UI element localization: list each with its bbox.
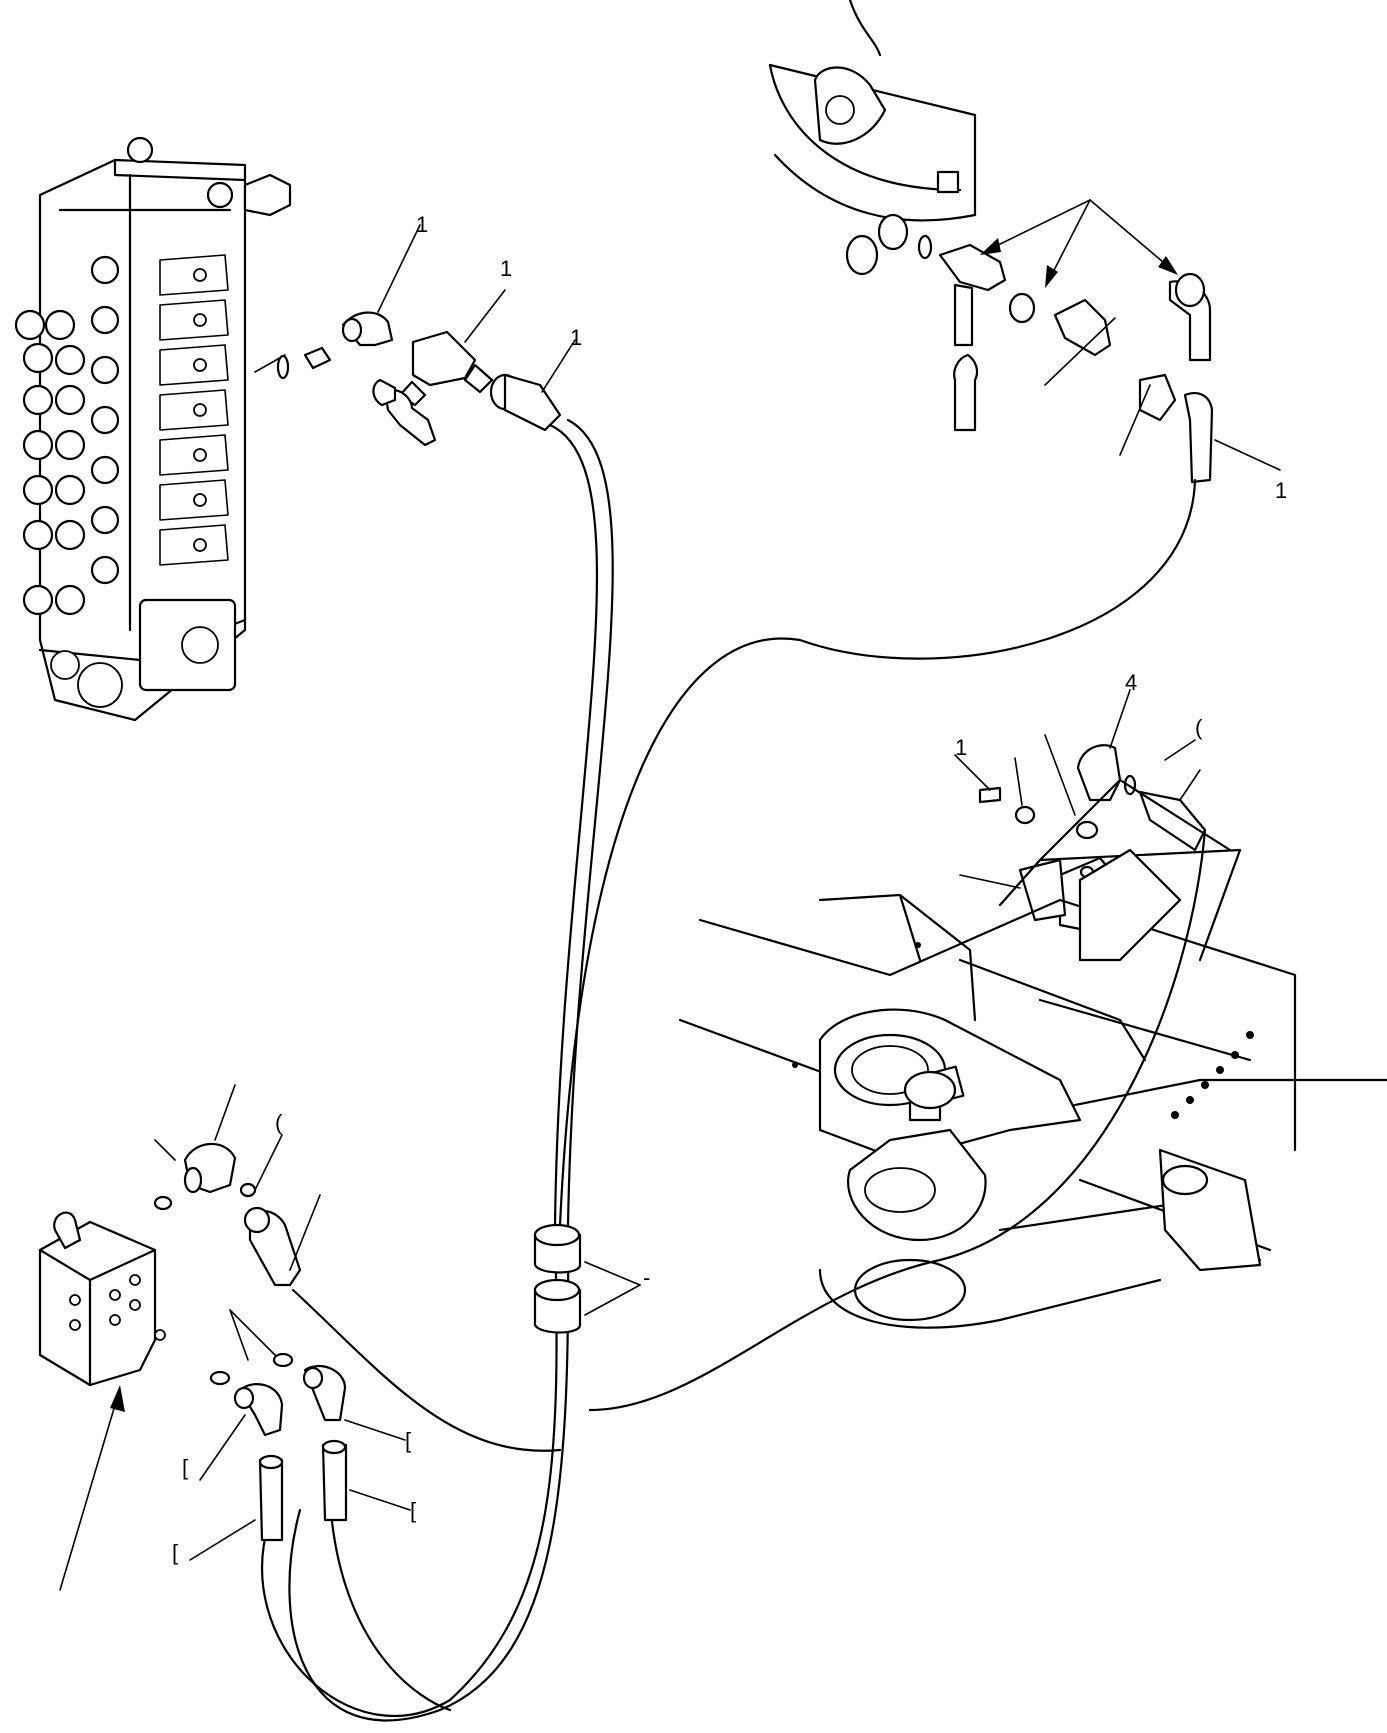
hydraulic-hoses [261, 418, 1207, 1722]
callout-mid-right-2: 4 [1125, 670, 1137, 695]
callout-bottom-left-3: [ [172, 1540, 178, 1565]
callout-mid-right-1: 1 [955, 735, 967, 760]
callout-top-left-2: 1 [500, 256, 512, 281]
control-valve-stack [14, 136, 292, 722]
callout-bottom-left-4: [ [405, 1428, 411, 1453]
manifold-block [38, 1211, 166, 1387]
elbow-fitting-top-left [341, 311, 394, 347]
hydraulic-tank [768, 0, 977, 222]
callout-mid-right-3: ( [1195, 715, 1203, 740]
callout-bottom-left-2: [ [182, 1455, 188, 1480]
hose-clamps [533, 1223, 582, 1334]
callout-top-left-3: 1 [570, 325, 582, 350]
pointer-arrows-top-right [980, 199, 1178, 288]
manifold-fittings [153, 1142, 348, 1542]
machine-frame [678, 778, 1387, 1329]
hose-end-top-left [372, 378, 437, 447]
hose-fitting-top-center [489, 373, 562, 432]
callout-top-left-1: 1 [416, 212, 428, 237]
callout-bottom-left-1: ( [275, 1110, 283, 1135]
valve-sections [159, 254, 229, 566]
tank-fittings [845, 213, 1214, 484]
callout-mid-center-1: - [643, 1265, 650, 1290]
tee-fitting-top-left [398, 330, 494, 407]
callout-top-right-1: 1 [1275, 478, 1287, 503]
valve-spools [14, 255, 120, 616]
callout-bottom-left-5: [ [410, 1498, 416, 1523]
